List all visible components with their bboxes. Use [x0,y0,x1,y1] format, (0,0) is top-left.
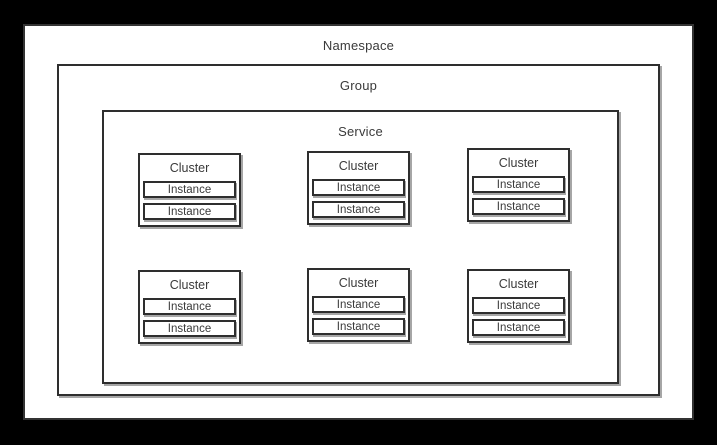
cluster-box: Cluster Instance Instance [467,269,570,343]
cluster-label: Cluster [338,159,379,173]
instance-box: Instance [312,179,405,196]
cluster-box: Cluster Instance Instance [138,153,241,227]
cluster-box: Cluster Instance Instance [307,151,410,225]
group-label: Group [339,78,378,93]
instance-box: Instance [472,176,565,193]
instance-box: Instance [472,198,565,215]
cluster-label: Cluster [169,278,210,292]
service-box: Service Cluster Instance Instance Cluste… [102,110,619,384]
cluster-label: Cluster [169,161,210,175]
instance-box: Instance [312,296,405,313]
service-label: Service [338,124,383,139]
cluster-label: Cluster [498,156,539,170]
group-box: Group Service Cluster Instance Instance … [57,64,660,396]
instance-box: Instance [143,181,236,198]
cluster-box: Cluster Instance Instance [307,268,410,342]
instance-box: Instance [472,297,565,314]
instance-box: Instance [312,318,405,335]
cluster-box: Cluster Instance Instance [467,148,570,222]
cluster-box: Cluster Instance Instance [138,270,241,344]
instance-box: Instance [472,319,565,336]
namespace-label: Namespace [322,38,395,53]
cluster-label: Cluster [338,276,379,290]
instance-box: Instance [312,201,405,218]
instance-box: Instance [143,203,236,220]
cluster-label: Cluster [498,277,539,291]
instance-box: Instance [143,298,236,315]
namespace-box: Namespace Group Service Cluster Instance… [23,24,694,420]
instance-box: Instance [143,320,236,337]
